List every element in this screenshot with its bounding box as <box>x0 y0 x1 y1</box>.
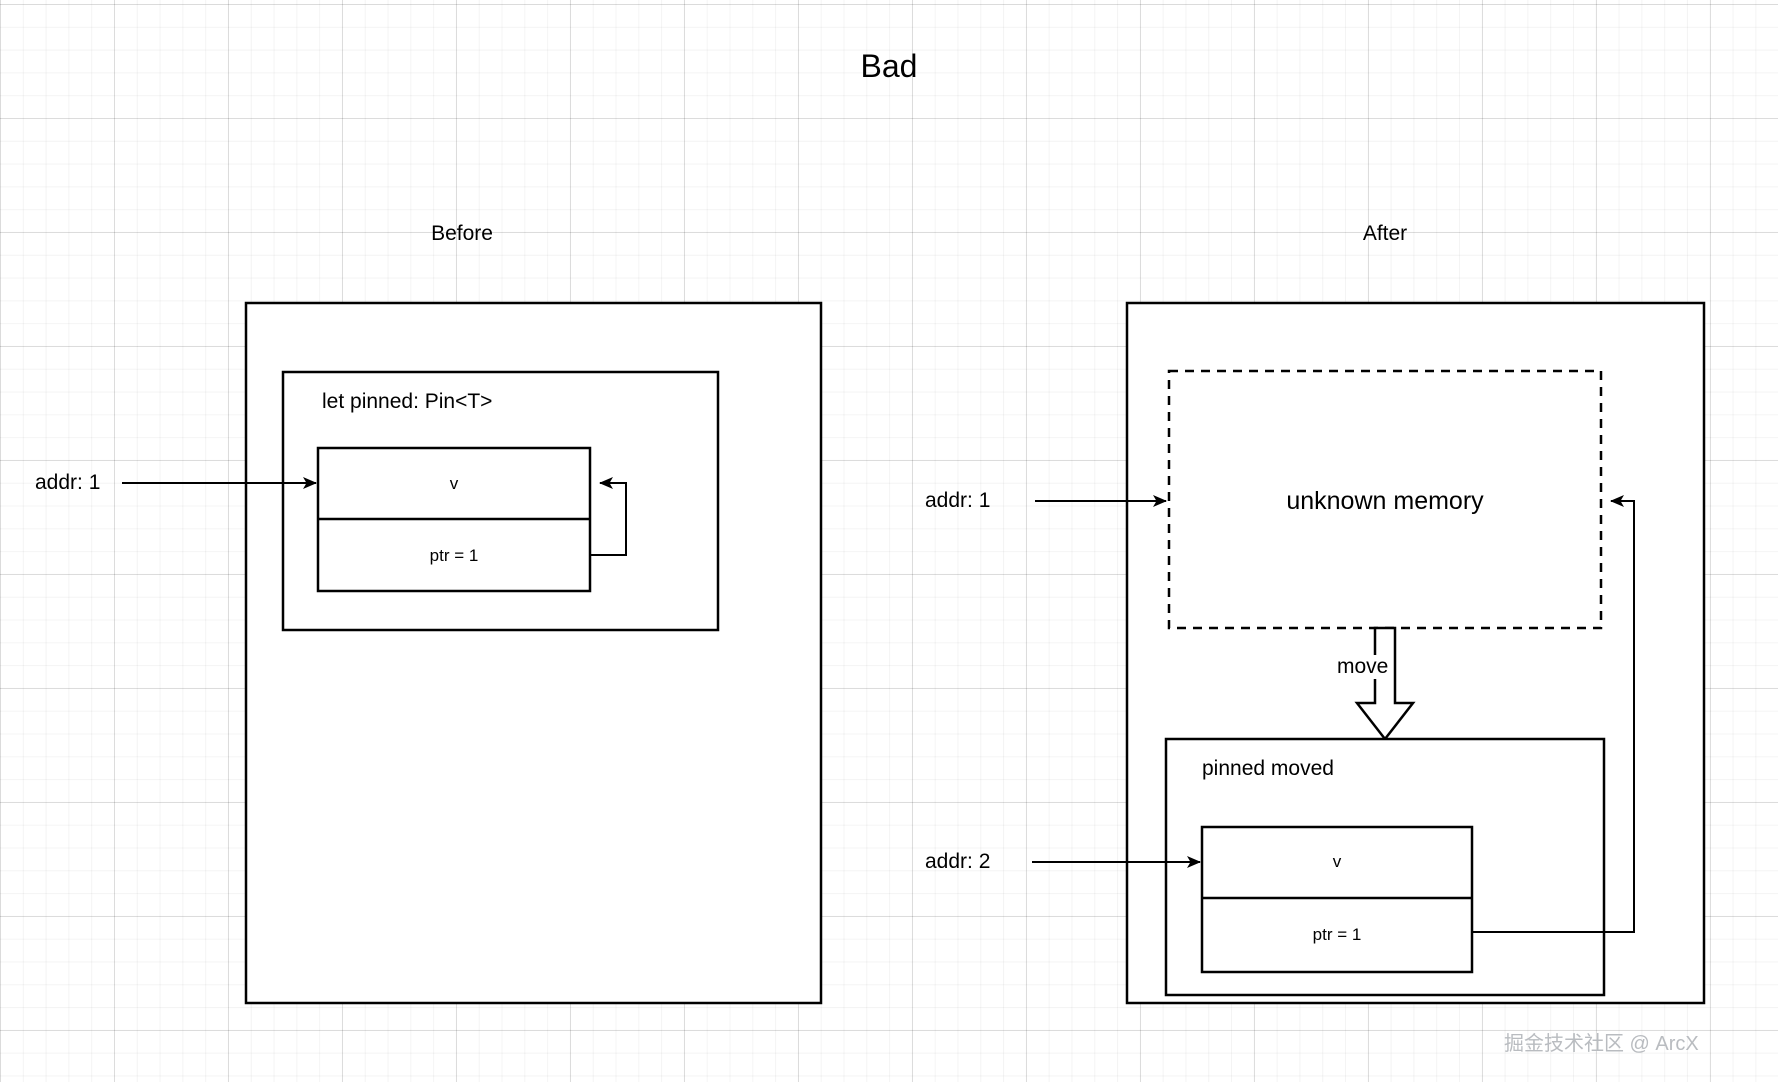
after-struct-box <box>1200 825 1474 974</box>
after-dangling-pointer-line <box>1472 495 1635 933</box>
panel-label-before: Before <box>431 222 493 245</box>
before-pin-box-caption: let pinned: Pin<T> <box>322 390 493 413</box>
before-addr1-label: addr: 1 <box>35 471 101 494</box>
after-addr2-label: addr: 2 <box>925 850 991 873</box>
before-self-pointer-line <box>590 477 627 556</box>
unknown-memory-label: unknown memory <box>1286 487 1484 515</box>
before-value-row-label: v <box>449 474 459 493</box>
after-addr1-label: addr: 1 <box>925 489 991 512</box>
page-title-text: Bad <box>860 48 918 84</box>
after-pinned-moved-caption: pinned moved <box>1202 757 1334 780</box>
move-block-arrow <box>1354 626 1416 742</box>
page-title: Bad <box>0 48 1778 85</box>
after-pointer-row-label: ptr = 1 <box>1312 925 1362 944</box>
before-pointer-row-label: ptr = 1 <box>429 546 479 565</box>
watermark: 掘金技术社区 @ ArcX <box>1504 1033 1699 1055</box>
after-value-row-label: v <box>1332 852 1342 871</box>
move-arrow-label: move <box>1335 655 1391 679</box>
panel-label-after: After <box>1362 222 1408 245</box>
